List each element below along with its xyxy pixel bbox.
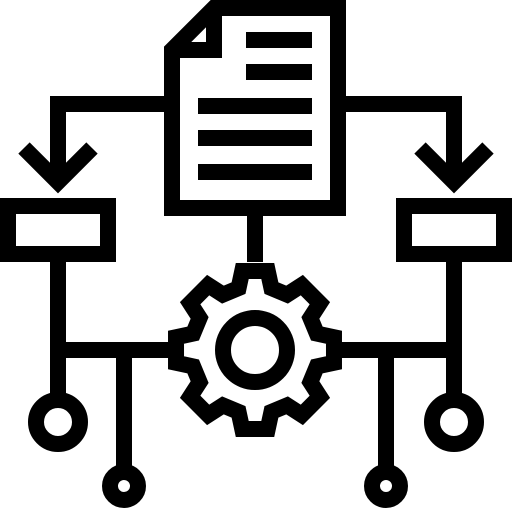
connector-node — [364, 464, 408, 508]
document-icon — [164, 0, 346, 216]
left-branch — [0, 96, 172, 262]
connector-line — [50, 254, 174, 358]
document-fold — [172, 8, 222, 58]
down-arrow-icon — [18, 142, 98, 194]
right-connectors — [336, 254, 484, 508]
down-arrow-icon — [414, 142, 494, 194]
left-connectors — [28, 254, 174, 508]
connector-node — [28, 392, 88, 452]
connector-node — [102, 464, 146, 508]
gear-hub — [215, 310, 295, 390]
right-flow-line — [338, 96, 462, 182]
left-flow-line — [50, 96, 172, 182]
connector-line — [336, 254, 462, 358]
left-flow-box — [0, 198, 116, 262]
gear-icon — [168, 263, 342, 437]
right-flow-box — [396, 198, 512, 262]
connector-node — [424, 392, 484, 452]
right-branch — [338, 96, 512, 262]
gear-outline — [168, 263, 342, 437]
